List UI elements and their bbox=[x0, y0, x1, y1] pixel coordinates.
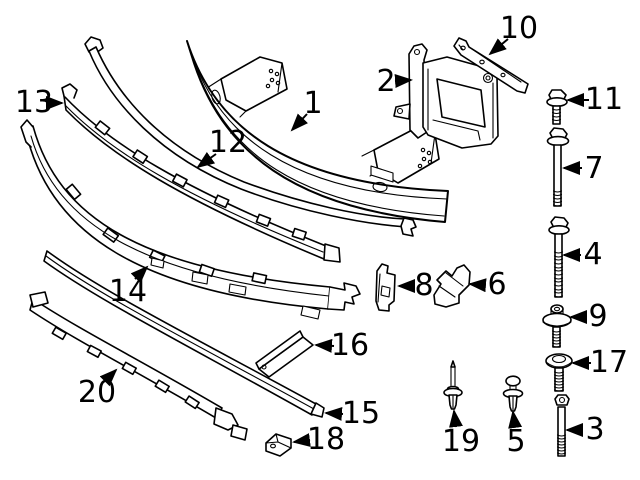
part-1-impact-bar bbox=[186, 40, 449, 223]
arrow-12 bbox=[196, 151, 217, 169]
part-20-valance-strip bbox=[29, 291, 248, 441]
arrow-20 bbox=[99, 368, 118, 387]
callout-label-18[interactable]: 18 bbox=[306, 422, 346, 457]
arrow-16 bbox=[314, 338, 335, 353]
part-4-screw bbox=[548, 216, 570, 298]
callout-label-7[interactable]: 7 bbox=[584, 151, 604, 186]
arrow-15 bbox=[324, 406, 344, 421]
callout-label-3[interactable]: 3 bbox=[585, 412, 605, 447]
callout-arrows bbox=[46, 38, 591, 447]
callout-label-19[interactable]: 19 bbox=[441, 424, 481, 459]
part-10-support-strip bbox=[453, 37, 529, 94]
callout-label-16[interactable]: 16 bbox=[330, 328, 370, 363]
callout-label-15[interactable]: 15 bbox=[341, 396, 381, 431]
part-14-lower-carrier bbox=[20, 119, 361, 320]
part-7-bolt bbox=[546, 127, 570, 207]
part-2-mount-bracket bbox=[393, 43, 499, 149]
part-8-bracket bbox=[375, 263, 396, 312]
callout-label-13[interactable]: 13 bbox=[14, 85, 54, 120]
bar-hole-right bbox=[372, 181, 388, 193]
part-5-rivet bbox=[502, 375, 524, 412]
part-11-bolt bbox=[546, 89, 568, 125]
part-3-bolt bbox=[554, 394, 570, 457]
part-19-rivet bbox=[443, 360, 463, 410]
callout-label-6[interactable]: 6 bbox=[487, 267, 507, 302]
arrow-1 bbox=[290, 113, 309, 132]
arrow-6 bbox=[468, 278, 487, 293]
part-6-bracket bbox=[433, 264, 471, 308]
callout-label-1[interactable]: 1 bbox=[303, 86, 323, 121]
callout-label-17[interactable]: 17 bbox=[589, 345, 629, 380]
part-17-flange-bolt bbox=[545, 353, 573, 392]
bar-hole-left bbox=[211, 89, 221, 105]
arrow-10 bbox=[488, 38, 509, 56]
arrow-2 bbox=[394, 74, 413, 88]
arrow-19 bbox=[449, 409, 463, 428]
part-12-trim-strip bbox=[84, 36, 417, 237]
callout-label-10[interactable]: 10 bbox=[499, 11, 539, 46]
arrow-5 bbox=[508, 410, 523, 429]
part-16-insert-strip bbox=[255, 330, 314, 378]
part-18-clip bbox=[265, 433, 292, 457]
arrow-14 bbox=[130, 265, 149, 284]
callout-label-14[interactable]: 14 bbox=[108, 274, 148, 309]
callout-label-9[interactable]: 9 bbox=[588, 299, 608, 334]
callout-label-12[interactable]: 12 bbox=[208, 125, 248, 160]
arrow-18 bbox=[292, 433, 311, 447]
callout-label-8[interactable]: 8 bbox=[414, 268, 434, 303]
callout-label-2[interactable]: 2 bbox=[376, 64, 396, 99]
part-13-carrier-strip bbox=[61, 83, 341, 263]
callout-label-11[interactable]: 11 bbox=[584, 82, 624, 117]
callout-label-20[interactable]: 20 bbox=[77, 375, 117, 410]
part-15-lower-strip bbox=[43, 250, 325, 418]
callout-label-5[interactable]: 5 bbox=[506, 424, 526, 459]
callout-label-4[interactable]: 4 bbox=[583, 237, 603, 272]
part-9-combi-bolt bbox=[542, 304, 572, 348]
